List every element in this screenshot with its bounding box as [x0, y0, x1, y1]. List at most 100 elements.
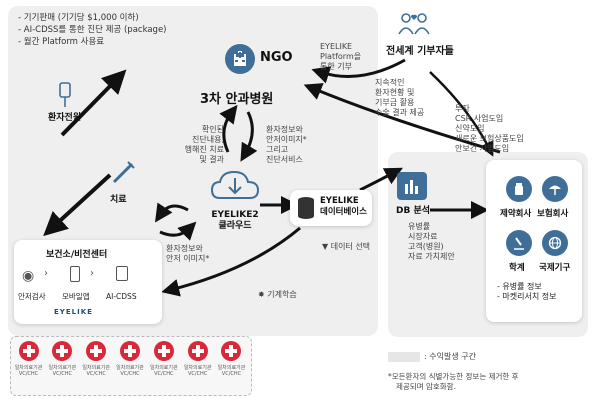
patient-image-text: 환자정보와 안저 이미지*	[166, 244, 209, 264]
clinic-item: 일차의료기관 VC/CHC	[147, 341, 180, 377]
text-line: 그리고	[266, 145, 289, 154]
health-center-card	[14, 240, 162, 324]
investment-text: 투자 CSR 사업도입 신약도입 새로운 보험상품도입 안보건 사업도입	[455, 104, 524, 154]
value-proposition-text: 유병률 시장자료 고객(병원) 자료 가치제안	[408, 222, 455, 262]
clipboard-icon	[116, 266, 128, 281]
text-line: 안저이미지*	[266, 135, 307, 144]
clinic-item: 일차의료기관 VC/CHC	[181, 341, 214, 377]
machine-learning-text: 기계학습	[267, 290, 297, 299]
clinic-sub: VC/CHC	[221, 371, 242, 377]
clinic-name: 일차의료기관	[82, 365, 110, 371]
cloud-icon	[210, 170, 260, 199]
red-cross-icon	[153, 341, 174, 361]
text-line: *모든환자의 식별가능한 정보는 제거한 후	[388, 372, 519, 381]
hospital-title: 3차 안과병원	[200, 92, 274, 107]
text-line: EYELIKE	[320, 196, 359, 206]
text-line: 투자	[455, 104, 470, 113]
text-line: 및 결과	[199, 155, 224, 164]
step-label: 안저검사	[18, 292, 46, 301]
text-line: 수술 결과 제공	[375, 108, 425, 117]
pharma-icon	[506, 176, 532, 202]
text-line: 환자정보와	[266, 125, 303, 134]
company-notes: - 유병률 정보 - 마켓리서치 정보	[497, 282, 557, 302]
clinic-name: 일차의료기관	[217, 365, 246, 371]
revenue-note: - AI-CDSS를 통한 진단 제공 (package)	[18, 25, 167, 35]
cloud-label: EYELIKE2 클라우드	[205, 210, 265, 232]
text-line: 지속적인	[375, 78, 405, 87]
company-label: 학계	[509, 263, 525, 273]
red-cross-icon	[18, 341, 39, 361]
text-line: EYELIKE2	[211, 210, 259, 220]
arrow-cloud-to-hospital	[219, 104, 238, 153]
red-cross-icon	[86, 341, 107, 361]
arrow-right-icon: ›	[44, 268, 48, 279]
text-line: 안저 이미지*	[166, 254, 210, 263]
clinic-sub: VC/CHC	[18, 371, 39, 377]
treatment-label: 치료	[110, 195, 127, 205]
company-label: 국제기구	[539, 263, 571, 273]
step-label: 모바일앱	[62, 292, 90, 301]
health-center-title: 보건소/비전센터	[46, 250, 108, 260]
text-line: 환자현황 및	[375, 88, 415, 97]
arrow-right-icon: ›	[90, 268, 94, 279]
text-line: 클라우드	[218, 221, 252, 231]
clinic-item: 일차의료기관 VC/CHC	[113, 341, 146, 377]
database-label: EYELIKE 데이터베이스	[320, 196, 367, 218]
platform-donation-text: EYELIKE Platform을 통한 기부	[320, 42, 361, 72]
clinic-sub: VC/CHC	[52, 371, 72, 377]
text-line: 제공되며 암호화함.	[396, 382, 456, 391]
red-cross-icon	[52, 341, 73, 361]
eyelike-brand: EYELIKE	[54, 308, 93, 316]
clinic-sub: VC/CHC	[120, 371, 140, 377]
red-cross-icon	[187, 341, 208, 361]
clinic-item: 일차의료기관 VC/CHC	[215, 341, 248, 377]
text-line: 데이터베이스	[320, 207, 367, 217]
revenue-notes: - 기기판매 (기기당 $1,000 이하) - AI-CDSS를 통한 진단 …	[18, 12, 167, 48]
database-icon	[298, 197, 314, 219]
arrow-db-to-center	[161, 226, 301, 297]
iv-drip-icon	[59, 82, 71, 107]
microscope-icon	[506, 230, 532, 256]
globe-icon	[542, 230, 568, 256]
text-line: 고객(병원)	[408, 242, 444, 251]
arrow-hospital-to-cloud	[240, 111, 258, 162]
clinic-item: 일차의료기관 VC/CHC	[80, 341, 113, 377]
donor-report-text: 지속적인 환자현황 및 기부금 활용 수술 결과 제공	[375, 78, 424, 118]
clinics-list: 일차의료기관 VC/CHC 일차의료기관 VC/CHC 일차의료기관 VC/CH…	[12, 341, 248, 377]
company-label: 보험회사	[537, 209, 569, 219]
brain-icon: ✸	[258, 290, 265, 299]
red-cross-icon	[119, 341, 140, 361]
text-line: 유병률	[408, 222, 431, 231]
revenue-note: - 월간 Platform 사용료	[18, 37, 105, 47]
filter-icon: ▼	[322, 242, 329, 251]
text-line: 확인된	[201, 125, 224, 134]
arrow-cloud-to-center	[155, 202, 189, 223]
text-line: 통한 기부	[320, 62, 352, 71]
data-select-label: ▼ 데이터 선택	[322, 242, 370, 252]
mobile-icon	[70, 266, 80, 282]
clinic-name: 일차의료기관	[150, 365, 178, 371]
text-line: CSR 사업도입	[455, 114, 504, 123]
revenue-zone-swatch	[388, 352, 420, 362]
syringe-icon	[112, 161, 135, 184]
footnote: *모든환자의 식별가능한 정보는 제거한 후 제공되며 암호화함.	[388, 372, 519, 392]
text-line: EYELIKE	[320, 42, 353, 51]
text-line: 안보건 사업도입	[455, 144, 510, 153]
arrow-partners-to-ngo	[303, 83, 501, 154]
donors-icon	[398, 13, 430, 35]
insurance-icon	[542, 176, 568, 202]
diagnosis-result-text: 확인된 진단내용, 행해진 치료 및 결과	[172, 125, 224, 165]
arrow-donors-to-ngo	[311, 58, 406, 84]
text-line: 기부금 활용	[375, 98, 415, 107]
revenue-note: - 기기판매 (기기당 $1,000 이하)	[18, 13, 139, 23]
clinic-sub: VC/CHC	[86, 371, 106, 377]
transfer-label: 환자전원	[48, 113, 82, 123]
donors-title: 전세계 기부자들	[386, 46, 454, 57]
legend-label: : 수익발생 구간	[424, 352, 476, 361]
step-label: AI-CDSS	[106, 292, 137, 301]
company-label: 제약회사	[500, 209, 532, 219]
ngo-icon	[225, 44, 255, 74]
clinic-item: 일차의료기관 VC/CHC	[12, 341, 45, 377]
analysis-label: DB 분석	[396, 206, 431, 216]
